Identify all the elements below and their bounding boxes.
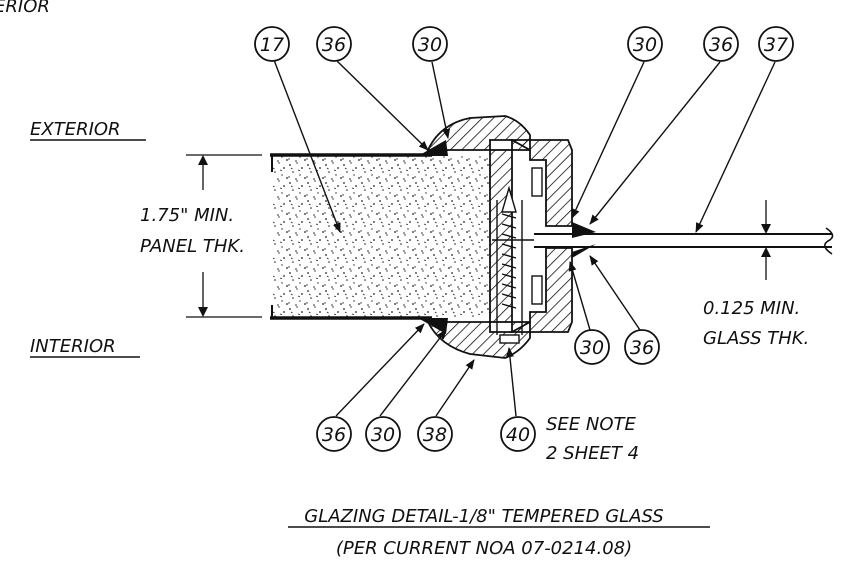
callout-37: 37 <box>758 26 794 62</box>
callout-30-lower-right: 30 <box>574 329 610 365</box>
svg-text:30: 30 <box>633 34 657 56</box>
callout-30-top: 30 <box>412 26 448 62</box>
svg-text:17: 17 <box>260 34 284 56</box>
callout-30-right: 30 <box>627 26 663 62</box>
top-fragment-label: ERIOR <box>0 0 50 17</box>
svg-text:30: 30 <box>371 424 395 446</box>
screw <box>496 185 523 344</box>
leader-lines <box>273 59 776 417</box>
callout-36-right: 36 <box>703 26 739 62</box>
note-line2: 2 SHEET 4 <box>546 443 639 464</box>
svg-text:36: 36 <box>630 337 654 359</box>
svg-text:38: 38 <box>423 424 447 446</box>
callout-30-bottom: 30 <box>365 416 401 452</box>
glass-dim-line2: GLASS THK. <box>703 328 809 349</box>
callout-36-lower-right: 36 <box>624 329 660 365</box>
svg-text:36: 36 <box>322 424 346 446</box>
panel-dim-line1: 1.75" MIN. <box>140 205 234 226</box>
insulated-panel <box>270 153 491 320</box>
callout-36-bottom: 36 <box>316 416 352 452</box>
callout-36-top: 36 <box>316 26 352 62</box>
glass-dim-line1: 0.125 MIN. <box>703 298 800 319</box>
callout-40: 40 <box>500 416 536 452</box>
callout-17: 17 <box>254 26 290 62</box>
detail-title: GLAZING DETAIL-1/8" TEMPERED GLASS <box>304 506 663 527</box>
glass-pane <box>492 227 834 255</box>
exterior-label: EXTERIOR <box>30 119 121 140</box>
glass-thickness-dimension <box>758 200 774 280</box>
panel-thickness-dimension <box>186 154 262 318</box>
detail-subtitle: (PER CURRENT NOA 07-0214.08) <box>336 538 632 559</box>
svg-text:36: 36 <box>709 34 733 56</box>
svg-text:30: 30 <box>580 337 604 359</box>
svg-text:37: 37 <box>764 34 788 56</box>
panel-dim-line2: PANEL THK. <box>140 236 245 257</box>
svg-text:40: 40 <box>506 424 530 446</box>
svg-text:36: 36 <box>322 34 346 56</box>
note-line1: SEE NOTE <box>546 414 637 435</box>
callout-38: 38 <box>417 416 453 452</box>
frame-extrusion <box>426 115 573 359</box>
svg-text:30: 30 <box>418 34 442 56</box>
interior-label: INTERIOR <box>30 336 116 357</box>
